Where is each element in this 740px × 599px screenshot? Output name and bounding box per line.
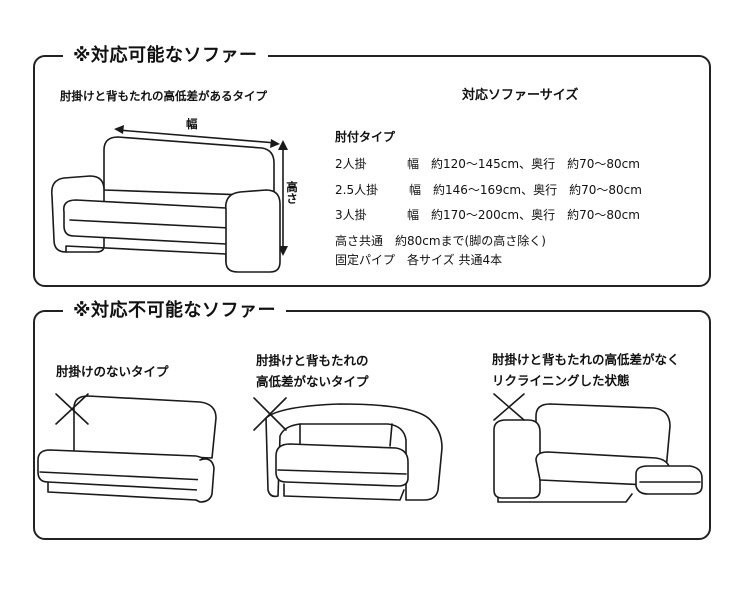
size-depth: 奥行 約70～80cm (531, 208, 640, 222)
width-label: 幅 (186, 117, 198, 131)
height-common-text: 高さ共通 約80cmまで(脚の高さ除く) (335, 234, 546, 248)
case-label-line2: リクライニングした状態 (492, 373, 630, 388)
size-depth: 奥行 約70～80cm (533, 183, 642, 197)
size-width: 幅 約170～200cm、 (407, 208, 532, 222)
incompatible-title: ※対応不可能なソファー (63, 299, 286, 323)
case-label: 肘掛けと背もたれの高低差がなく (492, 352, 680, 367)
size-seat: 2.5人掛 (335, 183, 379, 197)
size-row: 2.5人掛 幅 約146～169cm、奥行 約70～80cm (335, 181, 642, 198)
size-seat: 3人掛 (335, 208, 367, 222)
armrest-type-label: 肘付タイプ (335, 130, 396, 144)
case-label: 肘掛けと背もたれの (256, 353, 369, 368)
size-width: 幅 約146～169cm、 (409, 183, 534, 197)
case-label-line2: 高低差がないタイプ (256, 374, 369, 389)
height-label: 高さ (285, 181, 299, 204)
size-row: 3人掛 幅 約170～200cm、奥行 約70～80cm (335, 206, 640, 223)
compatible-type-label: 肘掛けと背もたれの高低差があるタイプ (60, 89, 267, 103)
size-seat: 2人掛 (335, 157, 367, 171)
size-depth: 奥行 約70～80cm (531, 157, 640, 171)
size-row: 2人掛 幅 約120～145cm、奥行 約70～80cm (335, 155, 640, 172)
sizes-title: 対応ソファーサイズ (462, 88, 579, 103)
case-label: 肘掛けのないタイプ (56, 364, 169, 379)
compatible-title: ※対応可能なソファー (63, 44, 268, 68)
fixed-pipe-text: 固定パイプ 各サイズ 共通4本 (335, 253, 503, 267)
size-width: 幅 約120～145cm、 (407, 157, 532, 171)
